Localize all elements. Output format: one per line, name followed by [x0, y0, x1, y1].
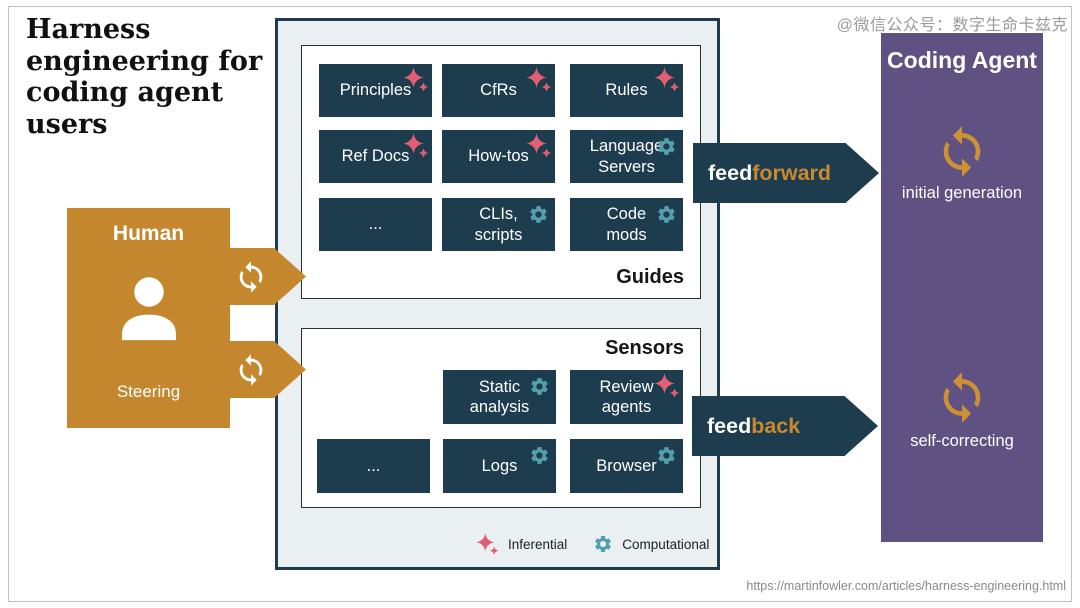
card-label: CLIs, scripts [474, 205, 523, 244]
feedback-label-suffix: back [751, 413, 801, 438]
guides-label: Guides [616, 266, 684, 288]
coding-agent-box: Coding Agent initial generation self-cor… [881, 33, 1043, 542]
agent-caption-self: self-correcting [910, 432, 1014, 450]
gear-icon [529, 376, 550, 397]
guide-card-code-mods: Code mods [570, 198, 683, 251]
sensor-card-static-analysis: Static analysis [443, 370, 556, 424]
card-label: Code mods [606, 205, 647, 244]
legend: Inferential Computational [476, 530, 709, 558]
sparkle-icon [654, 373, 680, 399]
sparkle-icon [654, 67, 680, 93]
sparkle-icon [476, 533, 499, 556]
card-label: Language Servers [589, 137, 664, 176]
guide-card-how-tos: How-tos [442, 130, 555, 183]
card-label: Logs [481, 456, 518, 475]
harness-box: Principles CfRs Rules Ref Docs How-tos L… [275, 18, 720, 570]
sparkle-icon [403, 133, 429, 159]
card-label: CfRs [480, 81, 517, 100]
human-caption: Steering [116, 382, 181, 401]
gear-icon [656, 204, 677, 225]
guides-panel: Principles CfRs Rules Ref Docs How-tos L… [301, 45, 701, 299]
legend-computational-label: Computational [622, 536, 710, 552]
sparkle-icon [526, 133, 552, 159]
guide-card-rules: Rules [570, 64, 683, 117]
sensors-label: Sensors [605, 337, 684, 359]
card-label: Review agents [599, 377, 654, 416]
card-label: ... [368, 215, 383, 234]
gear-icon [593, 534, 613, 554]
person-icon [115, 266, 183, 352]
cycle-arrows-icon [935, 124, 990, 179]
card-label: Rules [605, 81, 648, 100]
card-label: Principles [339, 81, 412, 100]
feedforward-label-prefix: feed [708, 160, 753, 185]
card-label: Static analysis [469, 377, 530, 416]
cycle-arrows-icon [234, 353, 268, 387]
card-label: ... [366, 456, 381, 475]
legend-inferential-label: Inferential [508, 536, 568, 552]
gear-icon [656, 445, 677, 466]
sensors-panel: Sensors Static analysis Review agents ..… [301, 328, 701, 508]
gear-icon [528, 204, 549, 225]
agent-caption-initial: initial generation [901, 184, 1023, 202]
sensor-card-browser: Browser [570, 439, 683, 493]
guide-card-ref-docs: Ref Docs [319, 130, 432, 183]
guide-card-cfrs: CfRs [442, 64, 555, 117]
feedforward-label-suffix: forward [752, 160, 832, 185]
sparkle-icon [403, 67, 429, 93]
sensor-card-review-agents: Review agents [570, 370, 683, 424]
card-label: How-tos [468, 147, 529, 166]
sparkle-icon [526, 67, 552, 93]
coding-agent-title: Coding Agent [887, 47, 1037, 73]
guide-card-more: ... [319, 198, 432, 251]
sensor-card-logs: Logs [443, 439, 556, 493]
cycle-arrows-icon [234, 260, 268, 294]
sensor-card-more: ... [317, 439, 430, 493]
card-label: Browser [596, 456, 657, 475]
guide-card-principles: Principles [319, 64, 432, 117]
watermark-text: @微信公众号：数字生命卡兹克 [836, 17, 1068, 34]
feedback-label-prefix: feed [707, 413, 752, 438]
source-url: https://martinfowler.com/articles/harnes… [746, 579, 1066, 593]
diagram-title: Harness engineering for coding agent use… [26, 14, 263, 140]
human-box: Human Steering [67, 208, 230, 428]
human-title: Human [112, 222, 185, 245]
guide-card-language-servers: Language Servers [570, 130, 683, 183]
card-label: Ref Docs [341, 147, 410, 166]
cycle-arrows-icon [935, 370, 990, 425]
guide-card-clis-scripts: CLIs, scripts [442, 198, 555, 251]
gear-icon [656, 136, 677, 157]
gear-icon [529, 445, 550, 466]
